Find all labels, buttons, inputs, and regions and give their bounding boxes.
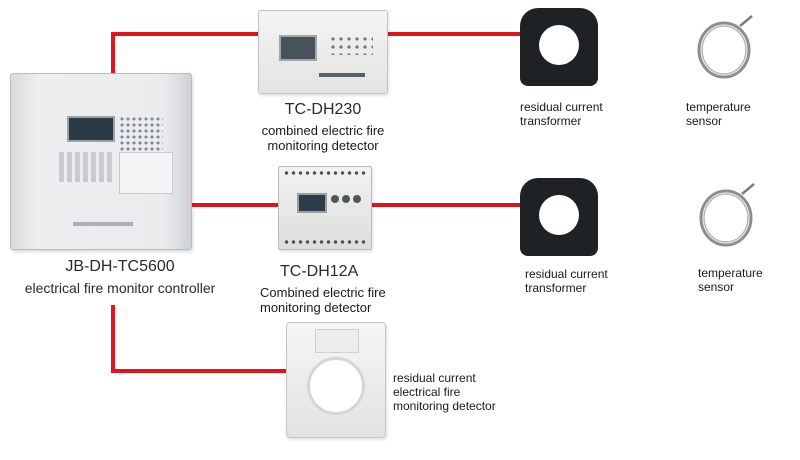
dh12a-button	[331, 195, 339, 203]
controller-indicator-panel	[59, 152, 115, 182]
controller-model: JB-DH-TC5600	[65, 258, 175, 275]
temp-top-label: temperature sensor	[686, 100, 751, 128]
rc-detector-label: residual current electrical fire monitor…	[393, 371, 496, 413]
rct-top-label: residual current transformer	[520, 100, 603, 128]
temp-mid-label-line: temperature	[698, 266, 763, 280]
dh230-desc-line: monitoring detector	[267, 138, 379, 153]
dh12a-button	[342, 195, 350, 203]
controller-keypad	[119, 116, 163, 152]
din-rail-module-icon	[278, 166, 372, 250]
dh12a-desc-line: monitoring detector	[260, 300, 372, 315]
temp-mid-label-line: sensor	[698, 280, 735, 294]
temperature-sensor-icon	[697, 15, 753, 79]
rc-detector-label-line: monitoring detector	[393, 399, 496, 413]
current-transformer-icon	[520, 178, 598, 256]
wire-controller-to-dh230	[111, 32, 258, 73]
dh12a-caption: TC-DH12A Combined electric fire monitori…	[252, 263, 402, 315]
temperature-sensor-icon	[699, 183, 755, 247]
dh12a-button	[353, 195, 361, 203]
temp-top-label-line: temperature	[686, 100, 751, 114]
dh230-brand-mark	[319, 73, 365, 77]
rct-mid-label: residual current transformer	[525, 267, 608, 295]
dh230-desc-line: combined electric fire	[261, 123, 385, 138]
temp-top-label-line: sensor	[686, 114, 723, 128]
current-transformer-icon	[520, 8, 598, 86]
dh230-buttons	[329, 35, 373, 55]
dh230-caption: TC-DH230 combined electric fire monitori…	[248, 101, 398, 153]
ring-ct-hole	[307, 357, 365, 415]
dh12a-model: TC-DH12A	[280, 263, 359, 280]
transformer-hole	[539, 25, 579, 65]
rct-top-label-line: transformer	[520, 114, 582, 128]
controller-display	[67, 116, 115, 142]
dh12a-terminals-top	[283, 170, 367, 176]
ring-ct-nameplate	[315, 329, 359, 353]
wall-detector-icon	[258, 10, 388, 94]
dh12a-desc-line: Combined electric fire	[260, 285, 386, 300]
temp-mid-label: temperature sensor	[698, 266, 763, 294]
controller-brand-stripe	[73, 222, 133, 226]
rct-top-label-line: residual current	[520, 100, 603, 114]
rct-mid-label-line: transformer	[525, 281, 587, 295]
controller-cabinet-icon	[10, 73, 192, 250]
rc-detector-label-line: electrical fire	[393, 385, 461, 399]
rct-mid-label-line: residual current	[525, 267, 608, 281]
wire-controller-to-ring-ct	[111, 305, 286, 373]
transformer-hole	[539, 195, 579, 235]
dh12a-display	[297, 193, 327, 213]
controller-printer-panel	[119, 152, 173, 194]
dh230-display	[279, 35, 317, 61]
rc-detector-label-line: residual current	[393, 371, 476, 385]
ring-transformer-icon	[286, 322, 386, 438]
dh12a-terminals-bottom	[283, 239, 367, 245]
dh230-model: TC-DH230	[284, 101, 362, 118]
controller-desc: electrical fire monitor controller	[24, 280, 216, 296]
controller-caption: JB-DH-TC5600 electrical fire monitor con…	[0, 258, 240, 296]
